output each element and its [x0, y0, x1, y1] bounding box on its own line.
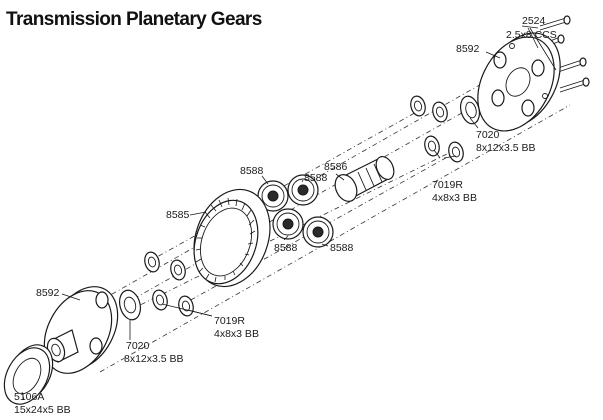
planet-gear-2 — [287, 174, 319, 206]
label-7019R-top-part: 7019R — [432, 179, 463, 191]
leader-lines — [21, 25, 557, 401]
screw-4 — [559, 77, 590, 93]
label-5106A-desc: 15x24x5 BB — [14, 404, 71, 416]
label-5106A-part: 5106A — [14, 391, 44, 403]
screw-1 — [539, 15, 571, 31]
sun-gear-8586 — [334, 156, 395, 202]
bearing-7020-bottom — [118, 251, 186, 321]
bearing-7020-top — [410, 95, 481, 125]
planet-gear-4 — [302, 216, 334, 248]
screw-2524-group — [537, 15, 590, 93]
label-8588-b: 8588 — [304, 172, 328, 184]
label-8588-d: 8588 — [330, 242, 354, 254]
part-labels: 2524 2.5x8 CCS 8592 7020 8x12x3.5 BB 701… — [14, 15, 557, 416]
label-8592-bottom: 8592 — [36, 287, 60, 299]
ring-gear-8585 — [193, 188, 271, 288]
screw-3 — [557, 57, 587, 73]
label-7019R-top-desc: 4x8x3 BB — [432, 192, 477, 204]
diagram-title: Transmission Planetary Gears — [6, 9, 262, 30]
bearing-7019R-bottom — [152, 289, 194, 317]
label-8592-top: 8592 — [456, 43, 480, 55]
label-8588-c: 8588 — [274, 242, 298, 254]
planet-gear-3 — [272, 208, 304, 240]
label-7020-bottom-part: 7020 — [126, 340, 150, 352]
label-2524-desc: 2.5x8 CCS — [506, 29, 557, 41]
label-8585: 8585 — [166, 209, 190, 221]
label-7020-top-desc: 8x12x3.5 BB — [476, 142, 536, 154]
label-7019R-bottom-part: 7019R — [214, 315, 245, 327]
carrier-plate-bottom — [43, 286, 119, 374]
carrier-plate-top — [477, 32, 561, 132]
label-7020-bottom-desc: 8x12x3.5 BB — [124, 353, 184, 365]
bearing-5106A — [3, 344, 54, 405]
label-2524-part: 2524 — [522, 15, 546, 27]
label-8588-a: 8588 — [240, 165, 264, 177]
label-7020-top-part: 7020 — [476, 129, 500, 141]
label-8586: 8586 — [324, 161, 348, 173]
label-7019R-bottom-desc: 4x8x3 BB — [214, 328, 259, 340]
